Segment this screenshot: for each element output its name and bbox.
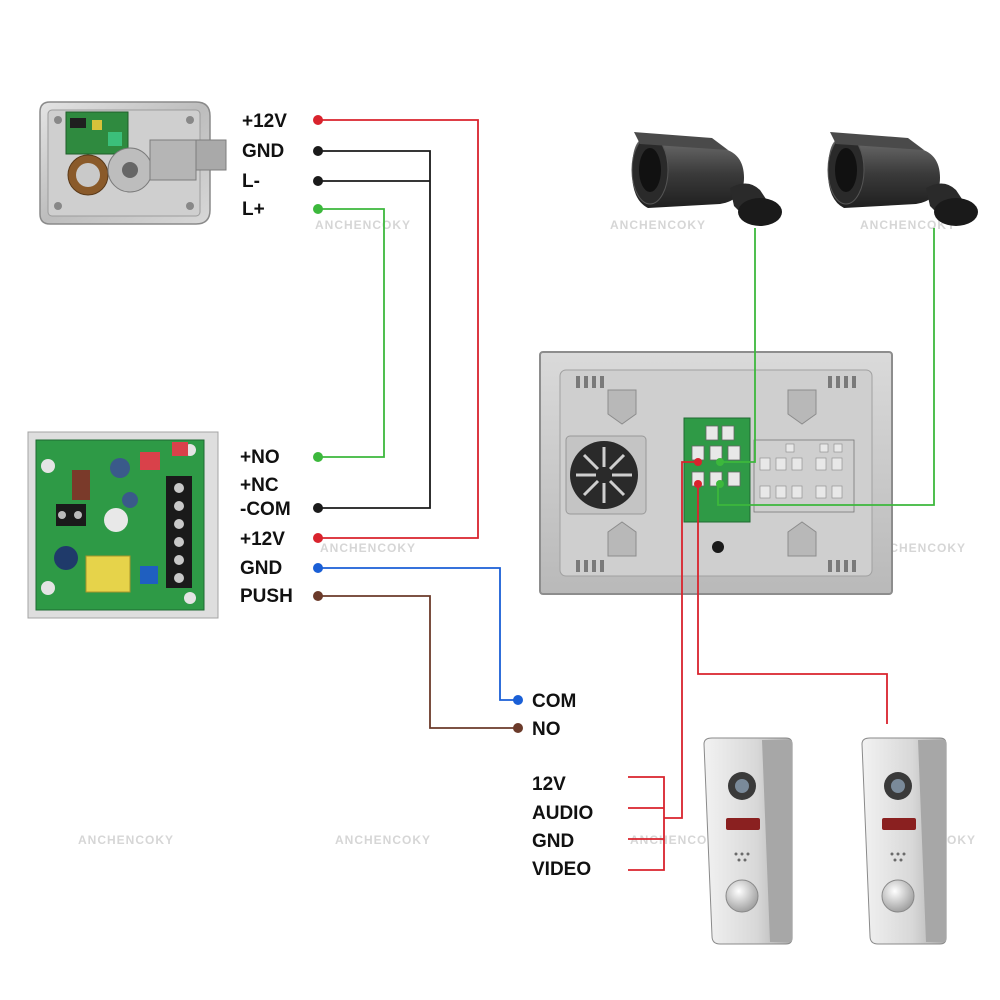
watermark-text: ANCHENCOKY	[78, 833, 174, 847]
wire-l-plus-green	[318, 208, 385, 458]
wire-12v-red	[318, 119, 479, 539]
exit-button-labels: COM NO	[532, 691, 576, 740]
dot-monitor-door-1	[694, 458, 702, 466]
wire-camera-left-green	[722, 228, 756, 463]
dot-lock-l-plus	[313, 204, 323, 214]
dot-psu-com	[313, 503, 323, 513]
door-station-terminal-labels: 12V AUDIO GND VIDEO	[532, 774, 593, 880]
wire-door-station-left-red	[664, 461, 696, 819]
watermark-text: ANCHENCOKY	[610, 218, 706, 232]
wire-door-station-right-red	[697, 484, 888, 724]
dot-lock-12v	[313, 115, 323, 125]
watermark-text: ANCHENCOKY	[335, 833, 431, 847]
label-lock-l-plus: L+	[242, 199, 265, 220]
door-station-right	[861, 737, 947, 945]
dot-monitor-cam-2	[716, 480, 724, 488]
dot-exit-com	[513, 695, 523, 705]
watermark-text: ANCHENCOKY	[870, 541, 966, 555]
label-psu-push: PUSH	[240, 586, 293, 607]
lock-terminal-labels: +12V GND L- L+	[242, 111, 287, 220]
wires	[318, 119, 935, 871]
dot-lock-l-minus	[313, 176, 323, 186]
psu-terminal-labels: +NO +NC -COM +12V GND PUSH	[240, 447, 293, 607]
watermarks: ANCHENCOKY ANCHENCOKY ANCHENCOKY ANCHENC…	[78, 218, 975, 847]
label-door-12v: 12V	[532, 774, 566, 795]
label-door-gnd: GND	[532, 831, 574, 852]
label-psu-gnd: GND	[240, 558, 282, 579]
label-lock-gnd: GND	[242, 141, 284, 162]
label-door-video: VIDEO	[532, 859, 591, 880]
power-supply-image	[27, 431, 219, 619]
label-psu-12v: +12V	[240, 529, 285, 550]
cctv-camera-left	[631, 132, 782, 226]
wire-push-brown	[318, 595, 516, 729]
door-station-left	[703, 737, 793, 945]
dot-lock-gnd	[313, 146, 323, 156]
dot-psu-no	[313, 452, 323, 462]
indoor-monitor-back	[539, 351, 893, 595]
dot-monitor-door-2	[694, 480, 702, 488]
label-exit-com: COM	[532, 691, 576, 712]
watermark-text: ANCHENCOKY	[320, 541, 416, 555]
label-psu-com: -COM	[240, 499, 291, 520]
label-exit-no: NO	[532, 719, 561, 740]
cctv-camera-right	[827, 132, 978, 226]
dot-psu-gnd	[313, 563, 323, 573]
terminal-dots	[313, 115, 724, 733]
watermark-text: ANCHENCOKY	[860, 218, 956, 232]
label-door-audio: AUDIO	[532, 803, 593, 824]
label-psu-no: +NO	[240, 447, 280, 468]
wire-camera-right-green	[717, 228, 935, 506]
wire-gnd-black	[318, 150, 431, 509]
dot-monitor-cam-1	[716, 458, 724, 466]
wire-gnd-blue	[318, 567, 516, 701]
label-lock-12v: +12V	[242, 111, 287, 132]
watermark-text: ANCHENCOKY	[630, 833, 726, 847]
dot-psu-push	[313, 591, 323, 601]
dot-exit-no	[513, 723, 523, 733]
label-psu-nc: +NC	[240, 475, 279, 496]
watermark-text: ANCHENCOKY	[315, 218, 411, 232]
label-lock-l-minus: L-	[242, 171, 260, 192]
electric-lock-image	[39, 101, 227, 225]
wire-door-station-bus-red	[628, 776, 665, 871]
dot-psu-12v	[313, 533, 323, 543]
